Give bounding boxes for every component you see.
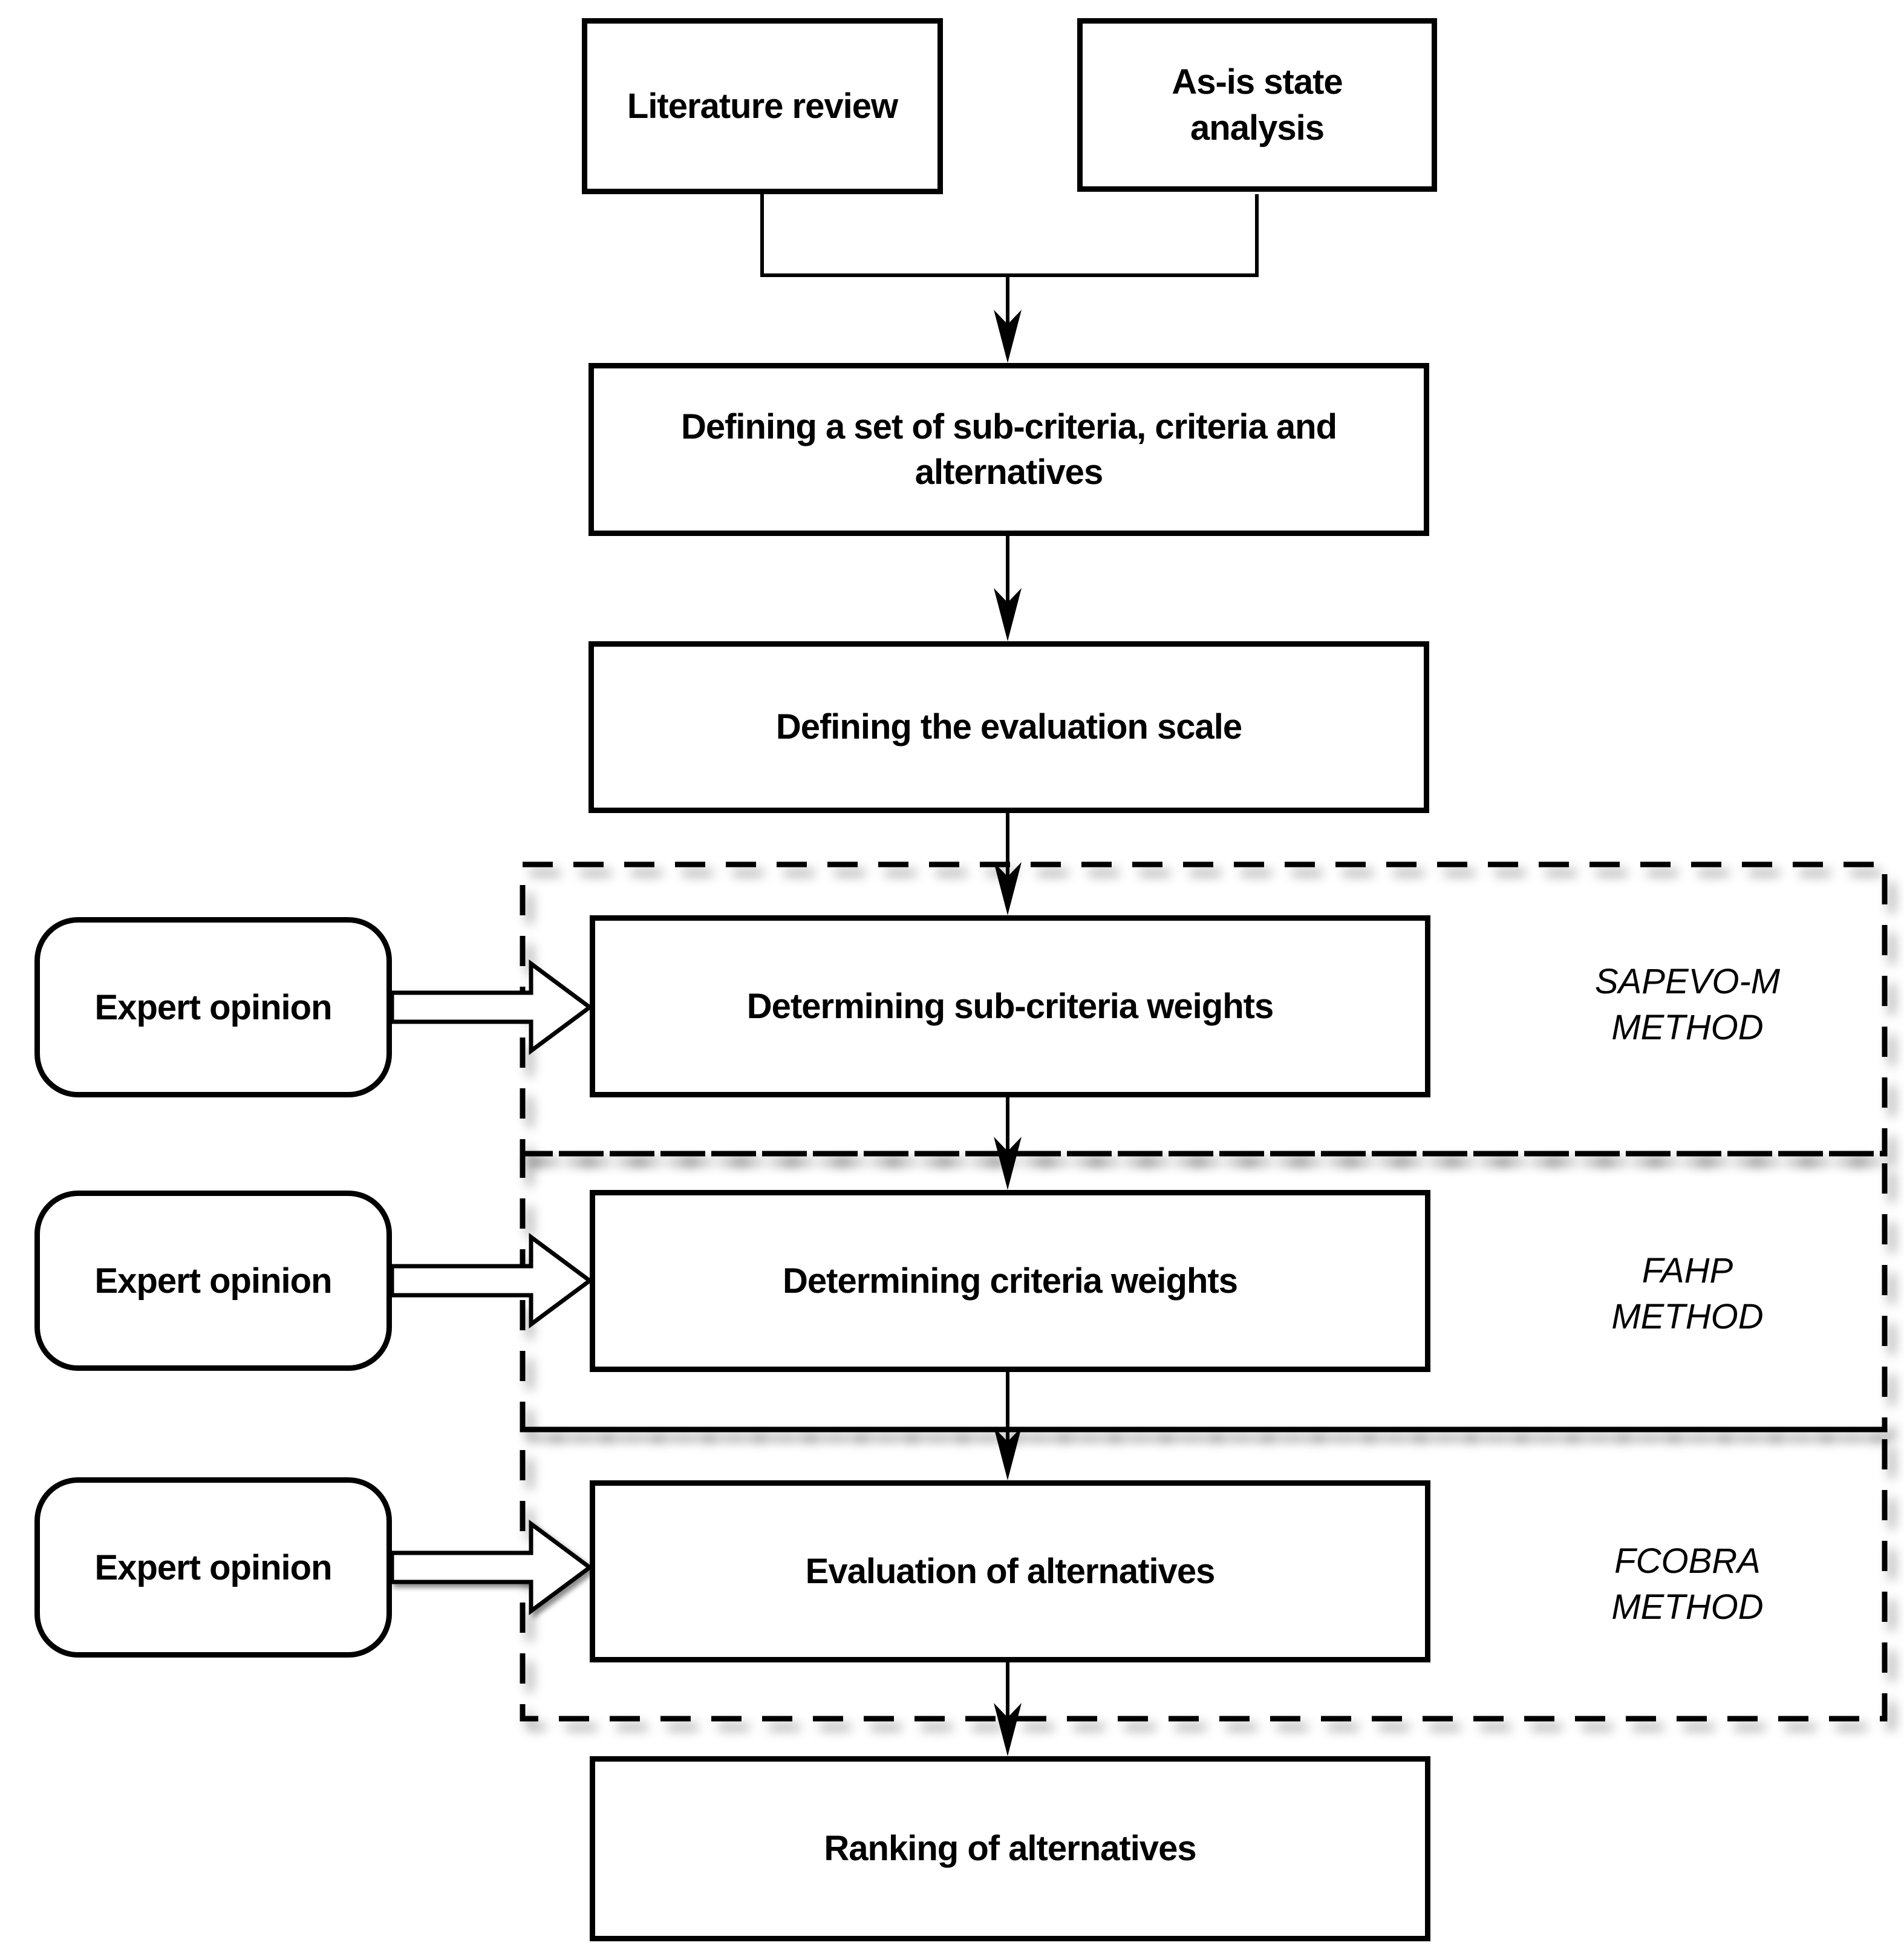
flow-node-ranking-of-alternatives: Ranking of alternatives [590,1756,1430,1941]
arrowhead-evaluation [994,1427,1022,1480]
method-name: FAHP [1642,1251,1733,1290]
flow-node-label: Defining the evaluation scale [775,707,1242,747]
flow-node-evaluation-of-alternatives: Evaluation of alternatives [590,1480,1430,1662]
expert-opinion-node-2: Expert opinion [34,1191,392,1371]
arrowhead-criteria-weights [994,1137,1022,1190]
flow-node-label: Determining sub-criteria weights [746,986,1274,1026]
block-arrow-expert-1 [390,959,593,1055]
expert-opinion-node-3: Expert opinion [34,1477,392,1658]
method-word: METHOD [1611,1297,1764,1336]
flow-node-label: Determining criteria weights [783,1261,1238,1301]
arrowhead-sub-weights [994,862,1022,915]
flow-node-literature-review: Literature review [582,18,943,194]
expert-opinion-node-1: Expert opinion [34,917,392,1097]
method-word: METHOD [1611,1587,1764,1627]
expert-opinion-label: Expert opinion [94,987,333,1027]
block-arrow-expert-2 [390,1233,593,1328]
flow-node-criteria-weights: Determining criteria weights [590,1190,1430,1372]
flow-node-sub-criteria-weights: Determining sub-criteria weights [590,915,1430,1097]
flow-node-as-is-state-analysis: As-is state analysis [1077,18,1437,192]
method-label-fahp: FAHP METHOD [1464,1248,1904,1340]
method-label-fcobra: FCOBRA METHOD [1464,1538,1904,1630]
flow-node-define-scale: Defining the evaluation scale [588,641,1429,813]
arrowhead-ranking [994,1703,1022,1756]
block-arrow-expert-3 [390,1520,593,1615]
flow-node-define-set: Defining a set of sub-criteria, criteria… [588,363,1429,536]
method-word: METHOD [1611,1008,1764,1047]
flow-node-label: Literature review [627,86,898,126]
arrowhead-define-scale [994,588,1022,641]
dashed-region-fahp [520,1151,1888,1433]
flow-node-label: Ranking of alternatives [824,1829,1196,1869]
arrowhead-define-set [994,310,1022,363]
expert-opinion-label: Expert opinion [94,1261,333,1301]
flow-node-label: As-is state analysis [1172,62,1343,148]
method-name: SAPEVO-M [1594,962,1781,1001]
expert-opinion-label: Expert opinion [94,1547,333,1587]
flow-node-label: Evaluation of alternatives [805,1551,1216,1591]
method-name: FCOBRA [1614,1541,1761,1581]
flow-node-label: Defining a set of sub-criteria, criteria… [680,407,1337,492]
method-label-sapevo-m: SAPEVO-M METHOD [1464,959,1904,1051]
